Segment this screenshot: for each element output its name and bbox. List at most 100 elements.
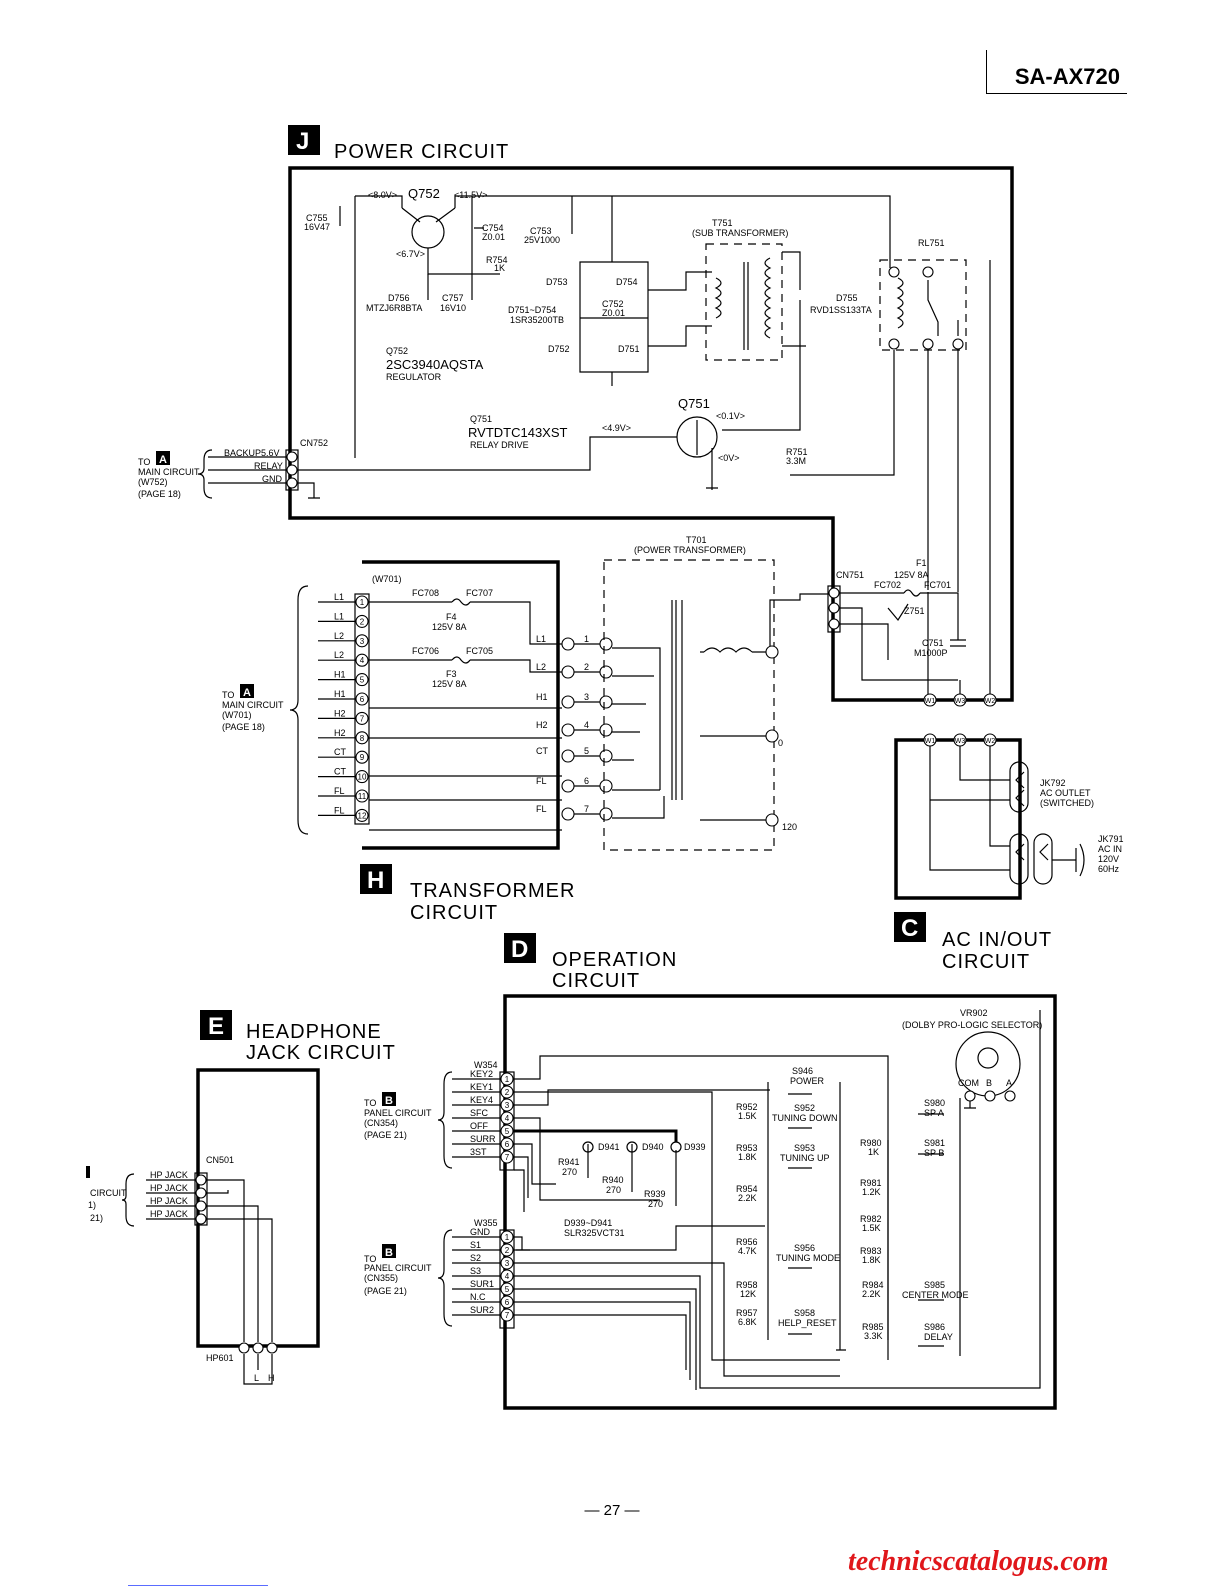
d755-value: RVD1SS133TA bbox=[810, 305, 872, 315]
cn752-label: CN752 bbox=[300, 438, 328, 448]
f1-fuse bbox=[903, 589, 921, 597]
led-d939 bbox=[670, 1141, 682, 1153]
section-title: OPERATION bbox=[552, 949, 677, 971]
t701-secondary-out bbox=[700, 593, 830, 653]
jk791-desc: AC IN bbox=[1098, 844, 1122, 854]
tap-number: 6 bbox=[584, 776, 589, 786]
t751-desc: (SUB TRANSFORMER) bbox=[692, 228, 788, 238]
q751-function: RELAY DRIVE bbox=[470, 440, 529, 450]
r954-value: 2.2K bbox=[738, 1193, 757, 1203]
r985-value: 3.3K bbox=[864, 1331, 883, 1341]
tap-number: 3 bbox=[584, 692, 589, 702]
r983-label: R983 bbox=[860, 1246, 882, 1256]
tap-pin-right bbox=[599, 779, 613, 793]
cn751-pin-2 bbox=[828, 602, 840, 614]
w355-brace bbox=[437, 1229, 453, 1327]
hp601-pin-2 bbox=[252, 1342, 264, 1354]
cn751-pin-1 bbox=[828, 587, 840, 599]
d753-label: D753 bbox=[546, 277, 568, 287]
t701-primary-taps bbox=[612, 647, 665, 819]
r957-label: R957 bbox=[736, 1308, 758, 1318]
s2-line bbox=[514, 1262, 840, 1377]
rl751-pin-1 bbox=[888, 338, 900, 350]
tap-label: FL bbox=[536, 804, 547, 814]
w355-pin-number: 6 bbox=[505, 1298, 510, 1307]
q752-ref: Q752 bbox=[386, 346, 408, 356]
s953-name: TUNING UP bbox=[780, 1153, 830, 1163]
r953-value: 1.8K bbox=[738, 1152, 757, 1162]
tap-label: L2 bbox=[536, 662, 546, 672]
fc705-label: FC705 bbox=[466, 646, 493, 656]
sub-transformer-feed bbox=[648, 271, 712, 347]
rl751-pin-4 bbox=[922, 266, 934, 278]
c757-label: C757 bbox=[442, 293, 464, 303]
z751 bbox=[887, 603, 909, 622]
fc702-label: FC702 bbox=[874, 580, 901, 590]
w1-label: W1 bbox=[925, 698, 936, 705]
w701-pin-label: H1 bbox=[334, 670, 346, 680]
d751-label: D751 bbox=[618, 344, 640, 354]
w355-label: W355 bbox=[474, 1218, 498, 1228]
badge-b bbox=[382, 1244, 396, 1258]
d941-label: D941 bbox=[598, 1142, 620, 1152]
main-circuit-label: MAIN CIRCUIT bbox=[222, 700, 284, 710]
c754-line bbox=[471, 196, 484, 300]
cropped-badge bbox=[86, 1166, 90, 1178]
w355-pin-label: GND bbox=[470, 1227, 491, 1237]
vr902-a: A bbox=[1006, 1078, 1012, 1088]
s981-name: SP B bbox=[924, 1148, 944, 1158]
badge-d bbox=[504, 933, 536, 963]
t701-label: T701 bbox=[686, 535, 707, 545]
f3-path bbox=[369, 659, 562, 673]
jk791-desc: 120V bbox=[1098, 854, 1119, 864]
w701-pin-label: FL bbox=[334, 786, 345, 796]
badge-letter: C bbox=[901, 915, 918, 942]
w354-label: W354 bbox=[474, 1060, 498, 1070]
watermark[interactable]: technicscatalogus.com bbox=[848, 1546, 1109, 1577]
cn501-pin-2 bbox=[195, 1200, 207, 1212]
badge-letter: J bbox=[296, 128, 309, 155]
r958-label: R958 bbox=[736, 1280, 758, 1290]
w701-pin-number: 4 bbox=[360, 656, 365, 665]
c751-label: C751 bbox=[922, 638, 944, 648]
section-title: CIRCUIT bbox=[552, 970, 640, 992]
r940-label: R940 bbox=[602, 1175, 624, 1185]
f1-label: F1 bbox=[916, 558, 927, 568]
tap-pin-right bbox=[599, 807, 613, 821]
c755-value: 16V47 bbox=[304, 222, 330, 232]
voltage-label: <4.9V> bbox=[602, 423, 631, 433]
circuit-label: CIRCUIT bbox=[90, 1188, 127, 1198]
sur-lines bbox=[514, 1288, 697, 1390]
t701-core bbox=[671, 600, 683, 800]
tap-label: L1 bbox=[536, 634, 546, 644]
r952-label: R952 bbox=[736, 1102, 758, 1112]
led-d940 bbox=[626, 1141, 638, 1153]
c754-label: C754 bbox=[482, 223, 504, 233]
header-rule-h bbox=[986, 93, 1127, 94]
vr902-shaft bbox=[977, 1047, 999, 1069]
w1-label: W1 bbox=[925, 738, 936, 745]
t751-secondary bbox=[764, 257, 772, 339]
panel-circuit-label: PANEL CIRCUIT bbox=[364, 1108, 432, 1118]
tap-number: 7 bbox=[584, 804, 589, 814]
w701-pin-label: H1 bbox=[334, 689, 346, 699]
jk792-desc: AC OUTLET bbox=[1040, 788, 1091, 798]
s980-label: S980 bbox=[924, 1098, 945, 1108]
c753-label: C753 bbox=[530, 226, 552, 236]
fc701-label: FC701 bbox=[924, 580, 951, 590]
panel-circuit-label: PANEL CIRCUIT bbox=[364, 1263, 432, 1273]
w355-pin-number: 3 bbox=[505, 1259, 510, 1268]
tap-pin-left bbox=[561, 637, 575, 651]
badge-b-letter: B bbox=[385, 1247, 393, 1259]
badge-letter: D bbox=[511, 936, 528, 963]
r939-label: R939 bbox=[644, 1189, 666, 1199]
operation-switch-contacts bbox=[788, 1093, 944, 1347]
vr902-desc: (DOLBY PRO-LOGIC SELECTOR) bbox=[902, 1020, 1042, 1030]
badge-a-letter: A bbox=[243, 687, 251, 699]
voltage-label: <11.5V> bbox=[454, 190, 487, 200]
t701-secondary-coil bbox=[703, 647, 753, 653]
power-board-outline bbox=[288, 166, 1014, 702]
t701-0-label: 0 bbox=[778, 738, 783, 748]
q752-part: 2SC3940AQSTA bbox=[386, 357, 484, 372]
